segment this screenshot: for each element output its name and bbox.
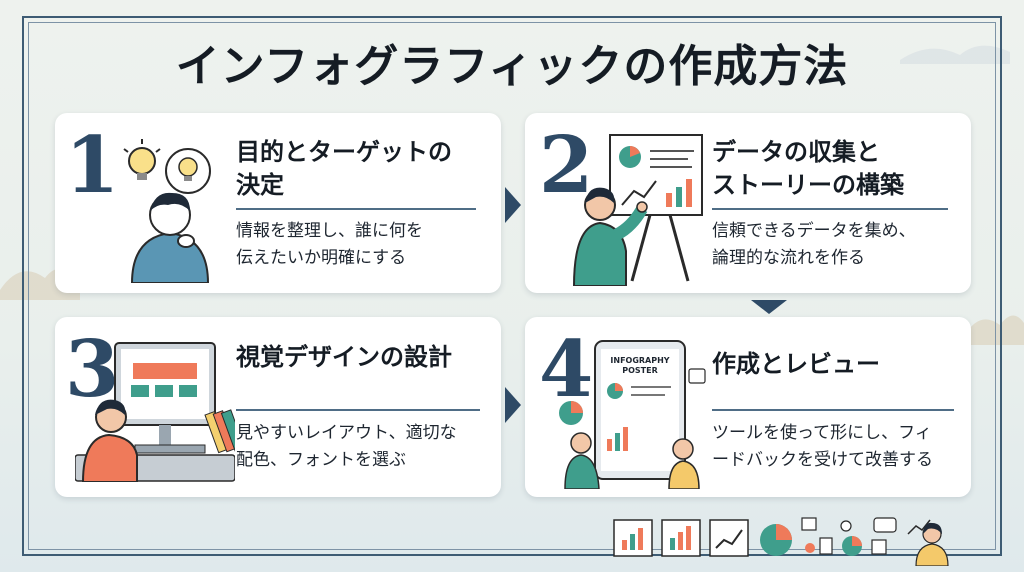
step-description: 情報を整理し、誰に何を 伝えたいか明確にする [236, 221, 423, 268]
divider [712, 409, 954, 411]
inner-frame [28, 22, 996, 550]
step-title: データの収集と ストーリーの構築 [712, 138, 904, 199]
step-number: 2 [539, 120, 594, 211]
step-title: 目的とターゲットの 決定 [236, 138, 452, 199]
cloud-decoration-right [965, 315, 1024, 345]
target-eye-icon [840, 520, 862, 556]
arrow-right-icon [505, 387, 521, 423]
bottom-icon-strip [613, 517, 949, 566]
poster-line1: INFOGRAPHY [610, 356, 669, 365]
arrow-right-icon [505, 187, 521, 223]
outer-frame [22, 16, 1002, 556]
arrow-down-icon [751, 300, 787, 314]
pie-chart-icon [760, 524, 792, 556]
speech-bubble-icon [871, 517, 897, 555]
step-card-3: 3 視覚デザインの設計 見やすいレイアウト、適切な 配色、フォントを選ぶ [55, 317, 501, 497]
step-description: 見やすいレイアウト、適切な 配色、フォントを選ぶ [236, 423, 457, 470]
page-title: インフォグラフィックの作成方法 [175, 41, 849, 92]
cloud-decoration-top [900, 45, 1010, 64]
step-description: ツールを使って形にし、フィ ードバックを受けて改善する [712, 423, 933, 470]
step-card-1: 1 目的とターゲットの 決定 情報を整理し、誰に何を 伝えたいか明確にする [55, 113, 501, 293]
step-number: 1 [65, 120, 120, 211]
bar-chart-window-icon [613, 519, 653, 557]
step-description: 信頼できるデータを集め、 論理的な流れを作る [712, 221, 916, 268]
step-card-2: 2 データの収集と ストーリーの構築 信頼できるデータを集め、 論理的な流れを作… [525, 113, 971, 293]
divider [236, 208, 476, 210]
poster-line2: POSTER [622, 366, 658, 375]
presenter-whiteboard-chart-icon [572, 134, 703, 286]
divider [712, 208, 948, 210]
step-number: 4 [539, 324, 594, 415]
presenter-woman-icon [907, 519, 949, 566]
divider [236, 409, 480, 411]
thinking-person-lightbulb-icon [123, 139, 211, 283]
bar-chart-window-icon-2 [661, 519, 701, 557]
step-title: 作成とレビュー [712, 350, 880, 378]
step-title: 視覚デザインの設計 [236, 343, 452, 371]
step-card-4: 4 INFOGRAPHY POSTER 作成とレビュー ツールを使って形にし、フ… [525, 317, 971, 497]
line-chart-window-icon [709, 519, 749, 557]
infographic-poster-review-icon: INFOGRAPHY POSTER [559, 340, 706, 489]
designer-computer-palette-icon [75, 342, 235, 482]
checklist-icon [801, 517, 833, 555]
step-number: 3 [65, 324, 120, 415]
